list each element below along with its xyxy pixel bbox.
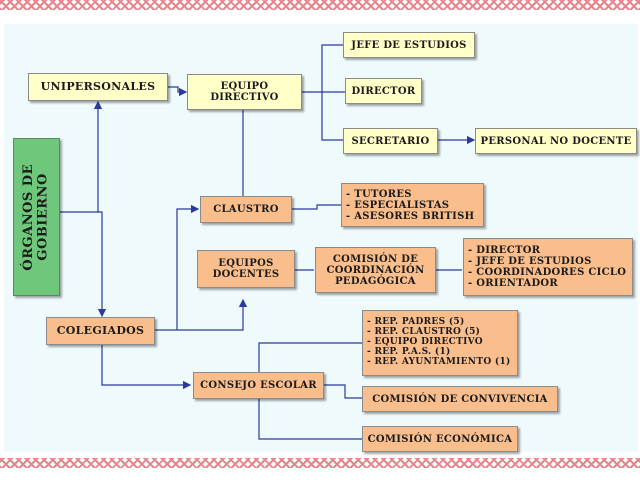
ccp-member-item: - DIRECTOR (468, 245, 541, 256)
claustro-member-item: - ASESORES BRITISH (346, 210, 475, 222)
colegiados-to-equipos-line (177, 298, 248, 331)
claustro-to-members-line (292, 204, 341, 210)
equipo-to-jefe-line (321, 44, 343, 92)
claustro-member-item: - ESPECIALISTAS (346, 199, 450, 211)
ccp-members-box: - DIRECTOR - JEFE DE ESTUDIOS - COORDINA… (463, 238, 633, 296)
claustro-members-list: - TUTORES - ESPECIALISTAS - ASESORES BRI… (346, 189, 474, 222)
equipo-to-secretario-line (321, 92, 343, 141)
consejo-member-item: - EQUIPO DIRECTIVO (367, 337, 483, 348)
colegiados-to-consejo-line (101, 345, 192, 390)
consejo-members-box: - REP. PADRES (5) - REP. CLAUSTRO (5) - … (362, 310, 518, 376)
equipos-docentes-line-1: EQUIPOS (218, 258, 274, 269)
organos-de-gobierno-label: ÓRGANOS DE GOBIERNO (21, 163, 51, 271)
ccp-line-3: PEDAGÓGICA (335, 275, 416, 287)
comision-convivencia-label: COMISIÓN DE CONVIVENCIA (372, 393, 548, 405)
ccp-line-2: COORDINACIÓN (326, 264, 425, 276)
consejo-to-economica-line (258, 398, 362, 440)
comision-economica-label: COMISIÓN ECONÓMICA (367, 433, 513, 445)
consejo-to-convivencia-line (324, 384, 362, 399)
equipo-directivo-line-1: EQUIPO (220, 81, 269, 92)
organos-de-gobierno-box: ÓRGANOS DE GOBIERNO (13, 138, 60, 296)
claustro-label: CLAUSTRO (213, 204, 279, 215)
jefe-de-estudios-box: JEFE DE ESTUDIOS (343, 32, 475, 58)
consejo-member-item: - REP. AYUNTAMIENTO (1) (367, 356, 511, 367)
consejo-escolar-box: CONSEJO ESCOLAR (193, 372, 324, 399)
root-line-2: GOBIERNO (35, 173, 51, 261)
jefe-de-estudios-label: JEFE DE ESTUDIOS (351, 39, 467, 51)
claustro-member-item: - TUTORES (346, 188, 412, 200)
personal-no-docente-box: PERSONAL NO DOCENTE (475, 128, 637, 154)
secretario-box: SECRETARIO (343, 128, 438, 154)
consejo-escolar-label: CONSEJO ESCOLAR (200, 380, 317, 391)
claustro-members-box: - TUTORES - ESPECIALISTAS - ASESORES BRI… (341, 183, 484, 227)
director-label: DIRECTOR (351, 85, 416, 97)
consejo-member-item: - REP. PADRES (5) (367, 317, 465, 328)
equipo-directivo-line-2: DIRECTIVO (210, 92, 279, 103)
ccp-member-item: - JEFE DE ESTUDIOS (468, 256, 592, 267)
colegiados-to-claustro-line (155, 204, 200, 331)
consejo-member-item: - REP. P.A.S. (1) (367, 346, 451, 357)
secretario-label: SECRETARIO (351, 135, 430, 147)
consejo-to-members-line (258, 342, 362, 372)
consejo-members-list: - REP. PADRES (5) - REP. CLAUSTRO (5) - … (367, 317, 511, 367)
comision-economica-box: COMISIÓN ECONÓMICA (362, 426, 518, 452)
unipersonales-label: UNIPERSONALES (40, 79, 156, 93)
bottom-decorative-border (0, 458, 640, 468)
colegiados-box: COLEGIADOS (46, 317, 155, 345)
top-decorative-border (0, 0, 640, 10)
unipersonales-box: UNIPERSONALES (28, 73, 168, 101)
ccp-members-list: - DIRECTOR - JEFE DE ESTUDIOS - COORDINA… (468, 245, 626, 289)
comision-convivencia-box: COMISIÓN DE CONVIVENCIA (362, 386, 558, 412)
colegiados-label: COLEGIADOS (56, 323, 145, 337)
ccp-line-1: COMISIÓN DE (332, 253, 419, 265)
unipersonales-to-equipo-line (168, 86, 188, 97)
root-line-1: ÓRGANOS DE (21, 163, 37, 271)
ccp-member-item: - ORIENTADOR (468, 278, 559, 289)
ccp-member-item: - COORDINADORES CICLO (468, 267, 627, 278)
consejo-member-item: - REP. CLAUSTRO (5) (367, 327, 481, 338)
root-to-colegiados-line (97, 211, 107, 318)
claustro-box: CLAUSTRO (200, 196, 292, 223)
root-to-unipersonales-line (60, 100, 103, 213)
director-box: DIRECTOR (345, 78, 422, 104)
personal-no-docente-label: PERSONAL NO DOCENTE (480, 135, 632, 147)
equipos-docentes-line-2: DOCENTES (212, 269, 280, 280)
